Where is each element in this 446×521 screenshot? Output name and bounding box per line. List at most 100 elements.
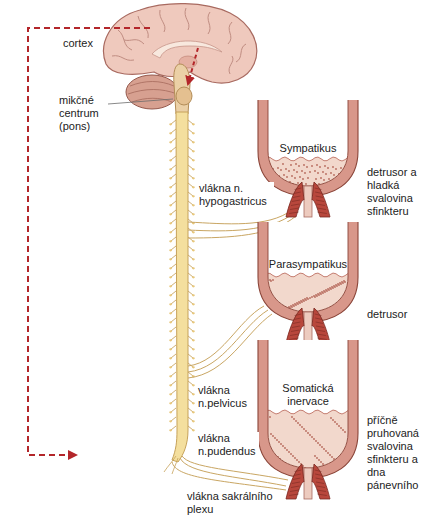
bladder-mucosa [264, 273, 351, 277]
bladder-mucosa [322, 171, 324, 173]
brain [236, 44, 246, 62]
part-label: vlákna n. hypogastricus [198, 182, 274, 208]
spinal-nerves [192, 366, 195, 368]
sphincter-muscle [316, 326, 324, 328]
spinal-nerves [192, 249, 195, 251]
bladder-mucosa [295, 420, 297, 422]
sphincter-muscle [286, 182, 304, 217]
brain [208, 12, 210, 34]
bladder-mucosa [288, 451, 290, 453]
spinal-nerves [192, 411, 195, 413]
bladder-mucosa [335, 168, 337, 170]
bladder-mucosa [279, 186, 281, 188]
bladder-mucosa [311, 296, 313, 298]
bladder-section: Somatická inervace [256, 340, 360, 500]
cerebellum [128, 90, 177, 95]
bladder-mucosa [317, 442, 319, 444]
bladder-mucosa [336, 285, 338, 287]
bladder-mucosa [285, 309, 287, 311]
sphincter-muscle [315, 470, 322, 472]
bladder-mucosa [287, 466, 289, 468]
bladder-mucosa [282, 163, 284, 165]
sphincter-muscle [312, 464, 330, 499]
bladder-mucosa [295, 163, 297, 165]
bladder-mucosa [278, 441, 280, 443]
bladder-mucosa [303, 428, 305, 430]
bladder-mucosa [341, 175, 343, 177]
spinal-nerves [169, 357, 172, 359]
dashed-arrow [28, 28, 150, 455]
bladder-mucosa [299, 176, 301, 178]
sphincter-muscle [286, 464, 304, 499]
node-heading: Sympatikus [268, 142, 348, 155]
bladder-mucosa [331, 286, 333, 288]
spinal-nerves [192, 186, 195, 188]
bladder-wall [258, 340, 358, 478]
spinal-nerves [192, 384, 195, 386]
bladder-mucosa [301, 301, 303, 303]
spinal-nerves [192, 258, 195, 260]
spinal-nerves [192, 132, 195, 134]
spinal-nerves [192, 231, 195, 233]
bladder-mucosa [344, 180, 346, 182]
bladder-mucosa [337, 283, 339, 285]
sphincter-muscle [316, 478, 324, 480]
sphincter-muscle [312, 308, 330, 343]
bladder-mucosa [281, 311, 283, 313]
brain [112, 56, 134, 61]
bladder-mucosa [298, 461, 300, 463]
bladder-mucosa [304, 172, 306, 174]
bladder-mucosa [298, 165, 300, 167]
spinal-nerves [169, 276, 172, 278]
bladder-mucosa [340, 427, 342, 429]
bladder-mucosa [321, 185, 323, 187]
spinal-nerves [169, 204, 172, 206]
bladder-mucosa [272, 435, 274, 437]
sphincter-muscle [289, 338, 298, 340]
bladder-mucosa [290, 164, 292, 166]
bladder-mucosa [311, 165, 313, 167]
brain [228, 22, 232, 44]
part-label: detrusor a hladká svalovina sfinkteru [366, 166, 446, 218]
sphincter-muscle [292, 200, 300, 202]
spinal-nerves [169, 384, 172, 386]
spinal-cord [164, 112, 188, 474]
spinal-nerves [192, 357, 195, 359]
bladder-mucosa [280, 443, 282, 445]
bladder-mucosa [299, 424, 301, 426]
bladder-mucosa [323, 179, 325, 181]
bladder-mucosa [343, 280, 345, 282]
bladder-mucosa [326, 467, 328, 469]
bladder-mucosa [313, 438, 315, 440]
bladder-mucosa [315, 440, 317, 442]
bladder-mucosa [280, 169, 282, 171]
nerve-fibers [188, 310, 268, 372]
bladder-mucosa [303, 164, 305, 166]
bladder-mucosa [292, 455, 294, 457]
brain [152, 41, 222, 58]
bladder-wall [258, 222, 358, 322]
bladder-mucosa [337, 462, 339, 464]
bladder-mucosa [338, 425, 340, 427]
spinal-nerves [169, 258, 172, 260]
brain [124, 40, 144, 44]
bladder-mucosa [291, 416, 293, 418]
bladder-mucosa [303, 300, 305, 302]
sphincter-muscle [315, 474, 322, 476]
bladder-mucosa [318, 459, 320, 461]
brain [185, 8, 189, 30]
spinal-nerves [169, 312, 172, 314]
bladder-mucosa [320, 461, 322, 463]
bladder-mucosa [286, 449, 288, 451]
bladder-mucosa [288, 170, 290, 172]
bladder-mucosa [279, 312, 281, 314]
bladder-mucosa [344, 431, 346, 433]
bladder-mucosa [294, 303, 296, 305]
sphincter-muscle [294, 318, 301, 320]
node-heading: Parasympatikus [268, 258, 348, 271]
bladder-mucosa [311, 436, 313, 438]
spinal-nerves [192, 402, 195, 404]
bladder-mucosa [297, 303, 299, 305]
bladder-section: Parasympatikus [256, 222, 360, 344]
bladder-mucosa [323, 448, 325, 450]
